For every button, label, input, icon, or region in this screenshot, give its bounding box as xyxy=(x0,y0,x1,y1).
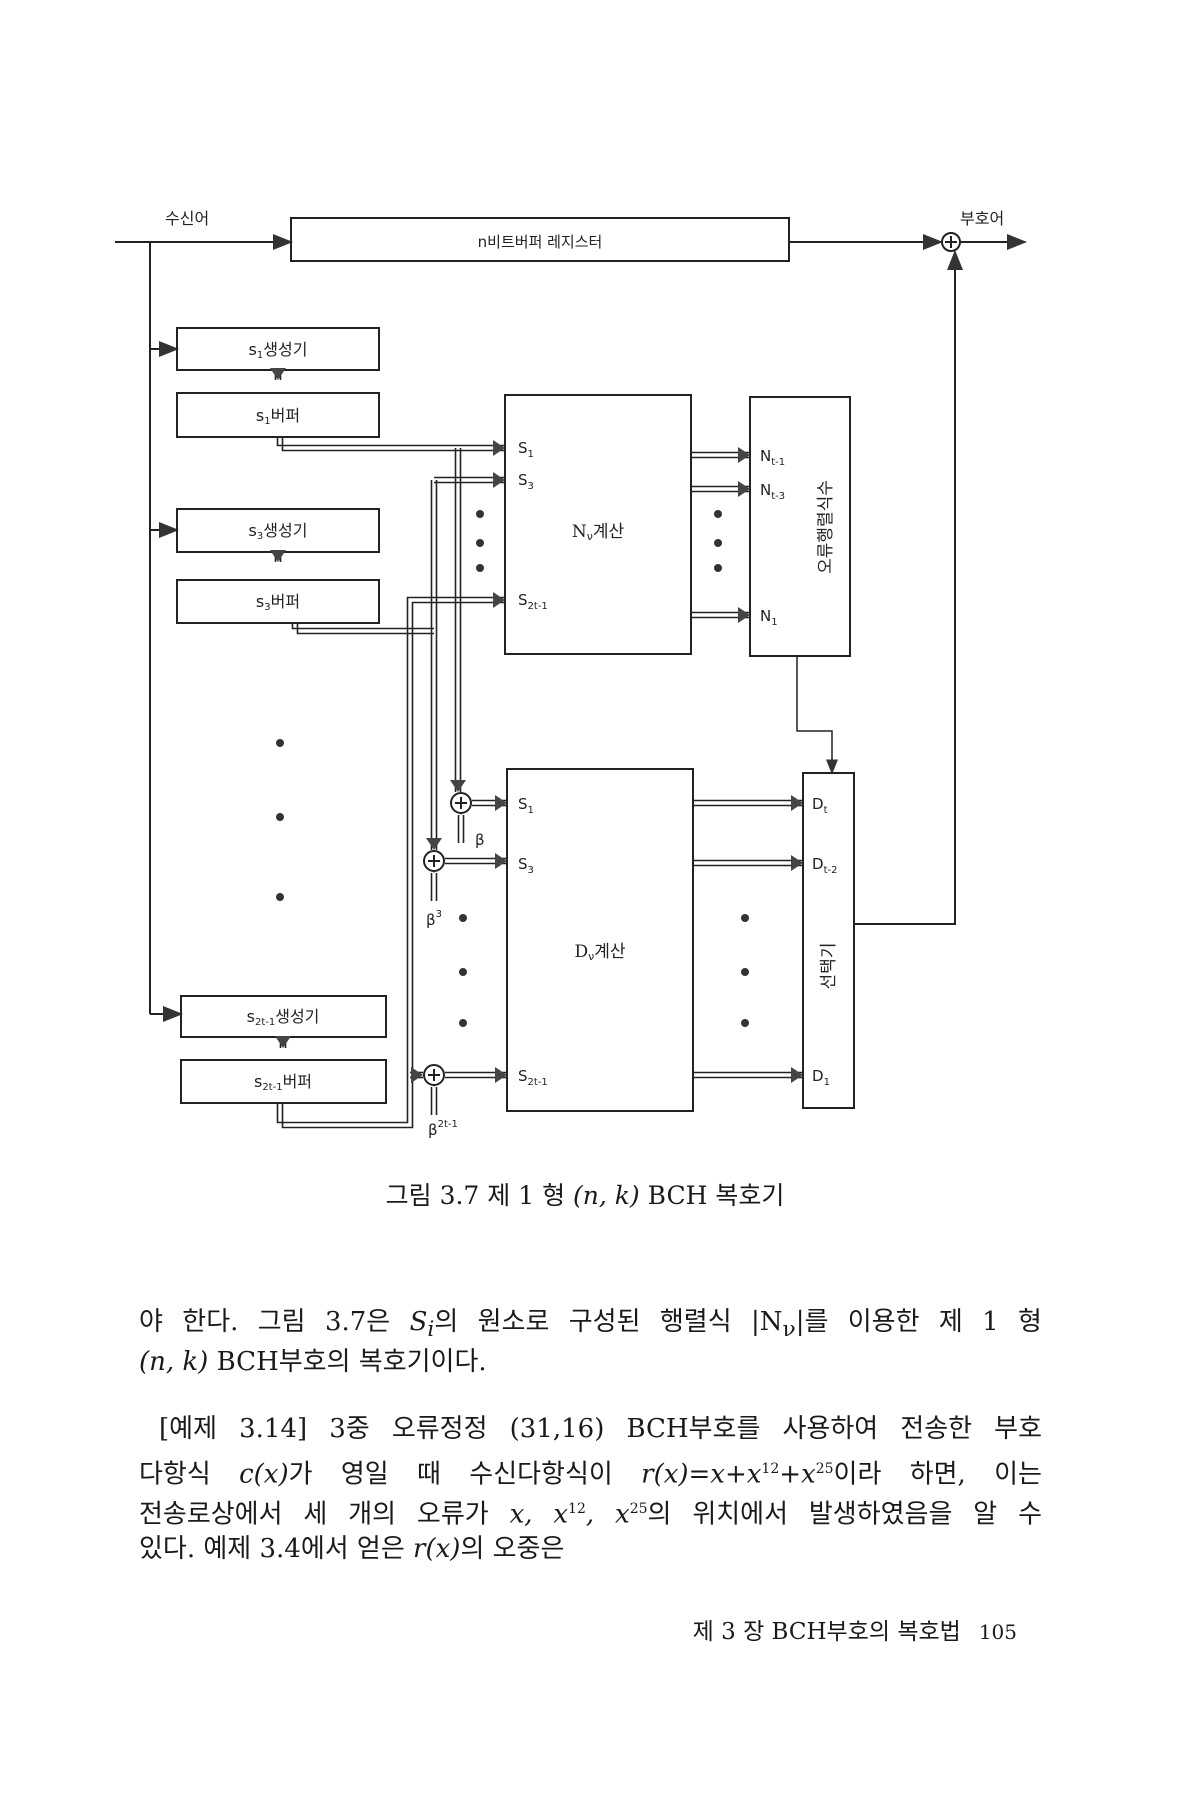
s2t-bus-n xyxy=(276,592,505,1129)
ellipsis-dot xyxy=(476,539,484,547)
xor-icon xyxy=(423,1064,445,1086)
figure-caption: 그림 3.7 제 1 형 (n, k) BCH 복호기 xyxy=(385,1181,785,1210)
beta-label: β2t-1 xyxy=(428,1119,458,1139)
n-output-bus-0 xyxy=(691,447,750,463)
n-output-label: N1 xyxy=(760,607,778,628)
s2t-buffer-label: s2t-1버퍼 xyxy=(254,1072,312,1093)
beta-label: β xyxy=(475,831,485,849)
beta-label: β3 xyxy=(426,909,442,929)
selector-label: 선택기 xyxy=(819,943,839,990)
ellipsis-dot xyxy=(276,739,284,747)
xor-output-bus-1 xyxy=(445,853,507,869)
s3-buffer-label: s3버퍼 xyxy=(256,592,300,613)
ellipsis-dot xyxy=(276,893,284,901)
page-number: 105 xyxy=(978,1620,1017,1644)
selector-box xyxy=(802,772,855,1109)
n-output-label: Nt-3 xyxy=(760,481,785,502)
output-xor-icon xyxy=(941,232,961,252)
s3-bus-n xyxy=(434,472,505,488)
xor-output-bus-2 xyxy=(445,1067,507,1083)
d-output-bus-0 xyxy=(693,795,803,811)
ellipsis-dot xyxy=(714,539,722,547)
s2t-generator-label: s2t-1생성기 xyxy=(247,1007,320,1028)
xor-icon xyxy=(450,792,472,814)
d-output-bus-1 xyxy=(693,855,803,871)
n-calc-label: Nν계산 xyxy=(572,522,625,543)
det-label: 오류행렬식수 xyxy=(816,480,836,574)
ellipsis-dot xyxy=(459,968,467,976)
d-input-label: S3 xyxy=(518,855,534,876)
d-calc-label: Dν계산 xyxy=(574,942,625,963)
s1-to-buffer-bus xyxy=(270,368,286,380)
xor-icon xyxy=(423,850,445,872)
ellipsis-dot xyxy=(714,564,722,572)
ellipsis-dot xyxy=(741,1019,749,1027)
ellipsis-dot xyxy=(741,968,749,976)
input-label: 수신어 xyxy=(165,209,209,228)
ellipsis-dot xyxy=(714,510,722,518)
n-input-label: S2t-1 xyxy=(518,591,548,612)
s1-generator-label: s1생성기 xyxy=(249,340,308,361)
n-calc-box xyxy=(504,394,692,655)
n-input-label: S3 xyxy=(518,471,534,492)
n-output-bus-2 xyxy=(691,607,750,623)
ellipsis-dot xyxy=(459,914,467,922)
ellipsis-dot xyxy=(276,813,284,821)
d-input-label: S1 xyxy=(518,795,534,816)
s1-buffer-label: s1버퍼 xyxy=(256,406,300,427)
s3-to-buffer-bus xyxy=(270,550,286,562)
output-label: 부호어 xyxy=(960,209,1004,228)
s3-generator-label: s3생성기 xyxy=(249,521,308,542)
d-output-label: Dt-2 xyxy=(812,855,837,876)
chapter-title: 제 3 장 BCH부호의 복호법 xyxy=(692,1619,961,1645)
n-output-label: Nt-1 xyxy=(760,447,785,468)
d-input-label: S2t-1 xyxy=(518,1067,548,1088)
s2t-buffer-box xyxy=(180,1059,387,1104)
ellipsis-dot xyxy=(459,1019,467,1027)
page-footer: 제 3 장 BCH부호의 복호법 105 xyxy=(693,1612,1017,1646)
xor-output-bus-0 xyxy=(472,795,507,811)
n-input-label: S1 xyxy=(518,439,534,460)
ellipsis-dot xyxy=(476,510,484,518)
d-calc-box xyxy=(506,768,694,1112)
d-output-label: D1 xyxy=(812,1067,830,1088)
s1-bus-d xyxy=(450,448,466,792)
paragraph-example: [예제 3.14] 3중 오류정정 (31,16) BCH부호를 사용하여 전송… xyxy=(139,1414,1042,1564)
n-output-bus-1 xyxy=(691,481,750,497)
ellipsis-dot xyxy=(741,914,749,922)
d-output-label: Dt xyxy=(812,795,828,816)
register-label: n비트버퍼 레지스터 xyxy=(478,233,603,251)
register-box xyxy=(290,217,790,262)
s2t-to-buffer-bus xyxy=(275,1036,291,1048)
bch-decoder-diagram: 수신어 부호어 n비트버퍼 레지스터 s1생성기 s1버퍼 s3생성기 s3버퍼… xyxy=(115,209,1027,1139)
d-output-bus-2 xyxy=(693,1067,803,1083)
s2t-bus-d xyxy=(410,1067,423,1083)
paragraph-intro: 야 한다. 그림 3.7은 Si의 원소로 구성된 행렬식 |Nν|를 이용한 … xyxy=(139,1307,1042,1377)
s3-buffer-box xyxy=(176,579,380,624)
s3-bus-join xyxy=(291,623,434,635)
s1-bus-n xyxy=(276,437,505,456)
s3-bus-d xyxy=(426,480,442,850)
det-box xyxy=(749,396,851,657)
ellipsis-dot xyxy=(476,564,484,572)
